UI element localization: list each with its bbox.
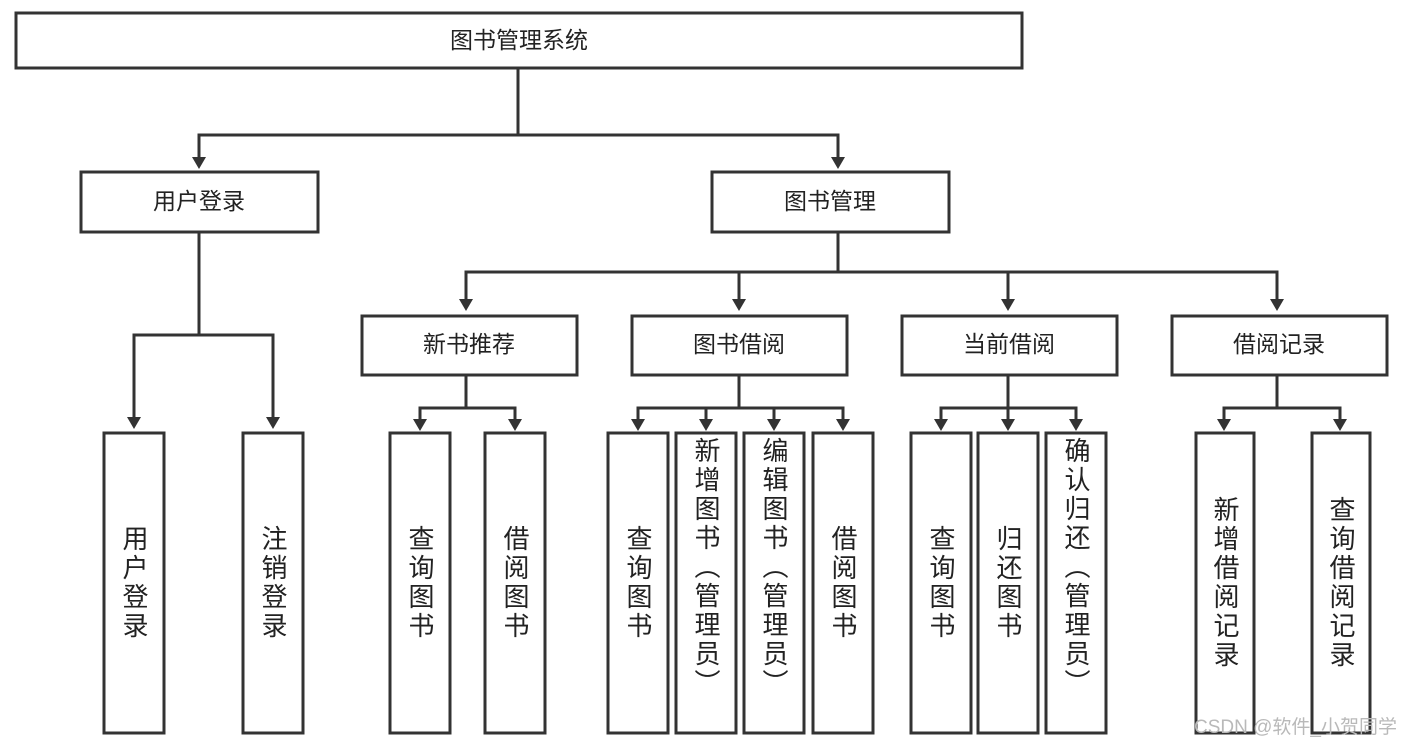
node-root[interactable]: 图书管理系统	[14, 11, 1024, 70]
node-new-book-recommend-label: 新书推荐	[423, 331, 515, 357]
leaf-add-borrow-record[interactable]	[1194, 431, 1256, 735]
connector-bookmanage-to-level3	[459, 230, 1284, 311]
leaf-user-login[interactable]	[102, 431, 166, 735]
node-user-login[interactable]: 用户登录	[79, 170, 320, 234]
connector-root-to-level2	[192, 66, 845, 169]
leaf-borrow-book-b[interactable]	[811, 431, 875, 735]
node-user-login-label: 用户登录	[153, 188, 245, 214]
node-book-manage-label: 图书管理	[784, 188, 876, 214]
leaf-query-borrow-record[interactable]	[1310, 431, 1372, 735]
connector-bookborrow-to-leaves	[631, 373, 850, 431]
leaf-query-book-a[interactable]	[388, 431, 452, 735]
node-book-borrow-label: 图书借阅	[693, 331, 785, 357]
node-borrow-record[interactable]: 借阅记录	[1170, 314, 1389, 377]
leaf-add-book[interactable]	[674, 431, 738, 735]
node-current-borrow-label: 当前借阅	[963, 331, 1055, 357]
leaf-query-book-b[interactable]	[606, 431, 670, 735]
connector-newbook-to-leaves	[413, 373, 522, 431]
leaf-logout-login[interactable]	[241, 431, 305, 735]
node-root-label: 图书管理系统	[450, 27, 588, 53]
leaf-query-book-c[interactable]	[909, 431, 973, 735]
connector-borrowrecord-to-leaves	[1217, 373, 1347, 431]
leaf-borrow-book-a[interactable]	[483, 431, 547, 735]
node-borrow-record-label: 借阅记录	[1233, 331, 1325, 357]
node-book-borrow[interactable]: 图书借阅	[630, 314, 849, 377]
node-current-borrow[interactable]: 当前借阅	[900, 314, 1119, 377]
leaf-confirm-return[interactable]	[1044, 431, 1108, 735]
leaf-edit-book[interactable]	[742, 431, 806, 735]
leaf-return-book[interactable]	[976, 431, 1040, 735]
node-new-book-recommend[interactable]: 新书推荐	[360, 314, 579, 377]
connector-currentborrow-to-leaves	[934, 373, 1083, 431]
connector-userlogin-to-leaves	[127, 230, 280, 429]
node-book-manage[interactable]: 图书管理	[710, 170, 951, 234]
